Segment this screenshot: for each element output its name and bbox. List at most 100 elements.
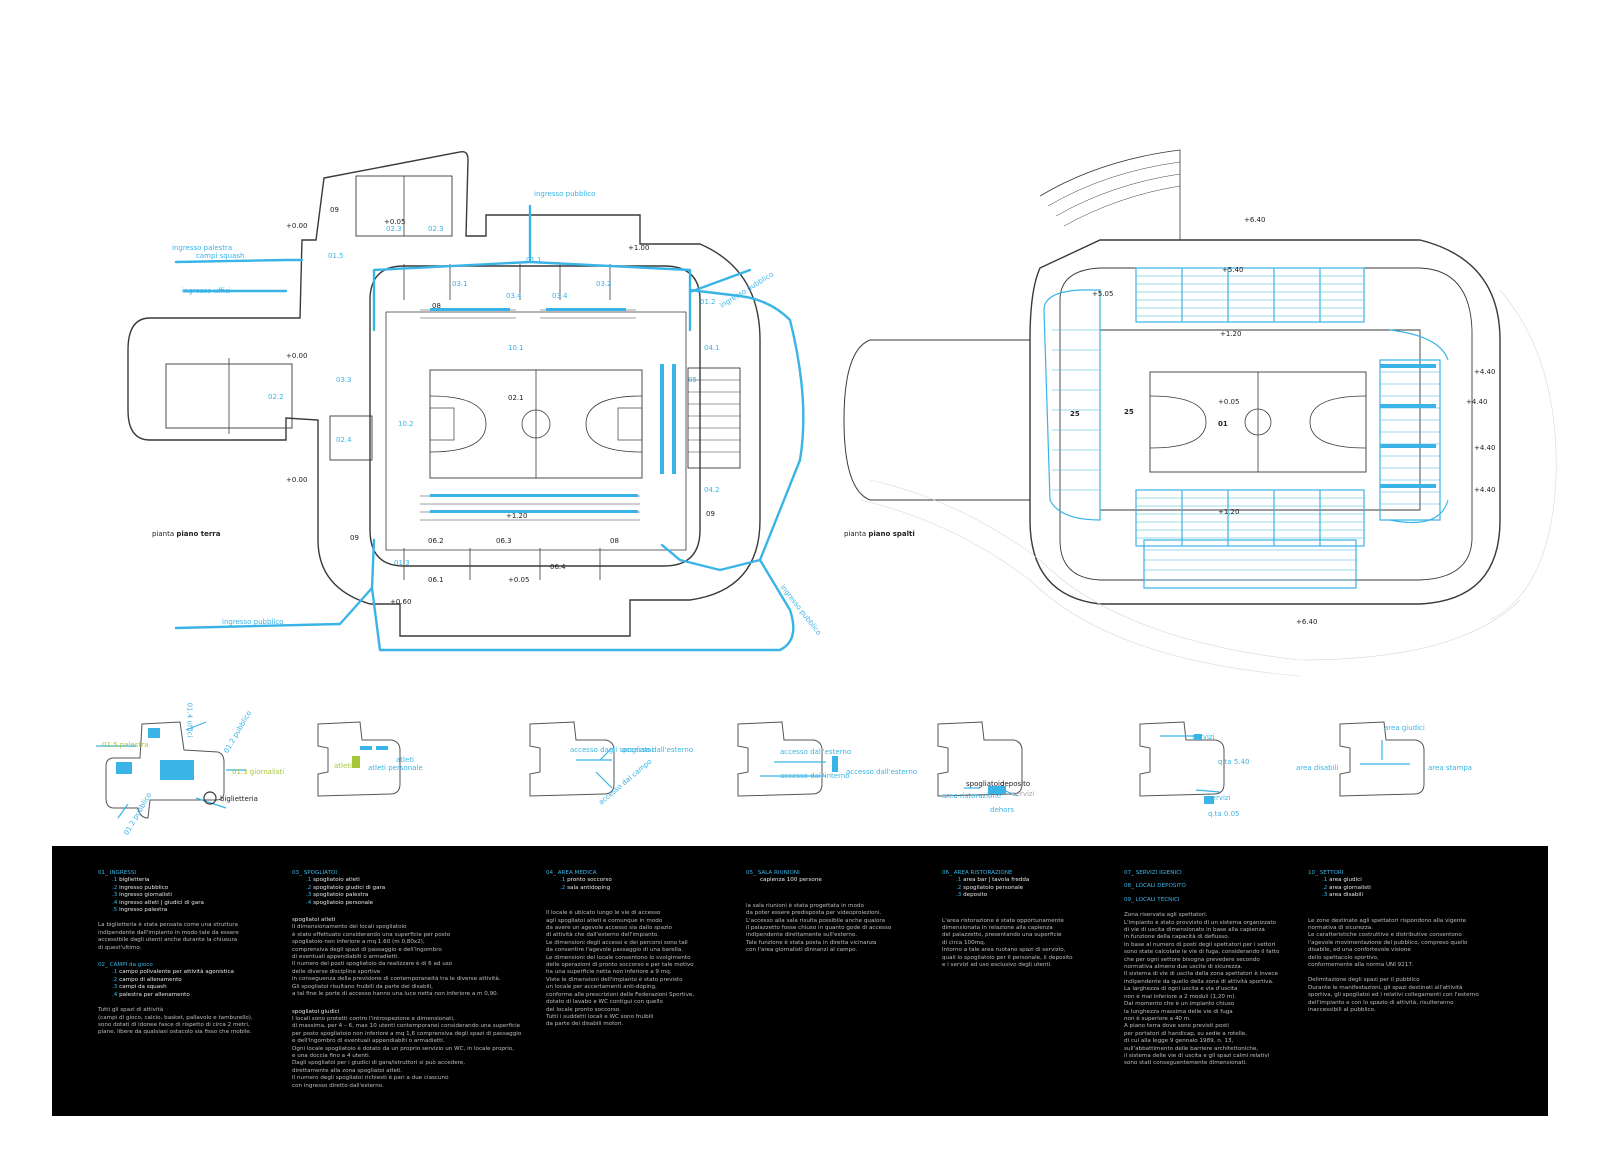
annotation-campi-squash: campi squash bbox=[196, 252, 245, 260]
room-code: 04.2 bbox=[704, 486, 720, 494]
room-code: 02.4 bbox=[336, 436, 352, 444]
diagram-label: deposito bbox=[1000, 780, 1031, 788]
legend-col-sala-riunioni: 05_ SALA RIUNIONI capienza 100 persone l… bbox=[746, 870, 936, 955]
room-code: 06.4 bbox=[550, 563, 566, 571]
room-code: 09 bbox=[330, 206, 339, 214]
room-code: 01.3 bbox=[394, 559, 410, 567]
legend-item: .1 biglietteria bbox=[112, 877, 150, 884]
level-marker: +1.20 bbox=[1220, 330, 1242, 338]
legend-heading: 02_ CAMPI da gioco bbox=[98, 962, 153, 969]
legend-item: .1 campo polivalente per attività agonis… bbox=[112, 969, 234, 976]
room-code: 01.2 bbox=[700, 298, 716, 306]
room-code: 09 bbox=[706, 510, 715, 518]
legend-item: .1 area bar | tavola fredda bbox=[956, 877, 1030, 884]
ground-plan-title: pianta piano terra bbox=[152, 530, 221, 538]
legend-col-spogliatoi: 03_ SPOGLIATOI .1 spogliatoio atleti .2 … bbox=[292, 870, 542, 1090]
legend-item: .5 ingresso palestra bbox=[112, 907, 168, 914]
diagram-label: 01.3 giornalisti bbox=[232, 768, 285, 776]
legend-item: .1 pronto soccorso bbox=[560, 877, 612, 884]
annotation-ingresso-pubblico-bottom: ingresso pubblico bbox=[222, 618, 284, 626]
legend-item: .2 spogliatoio personale bbox=[956, 884, 1024, 891]
diagram-label: accesso dall'interno bbox=[780, 772, 850, 780]
legend-col-settori: 10_ SETTORI .1 area giudici .2 area gior… bbox=[1308, 870, 1528, 1015]
diagram-label: dehors bbox=[990, 806, 1014, 814]
diagram-label: q.ta 5.40 bbox=[1218, 758, 1250, 766]
room-code: 10.1 bbox=[508, 344, 524, 352]
diagram-label: accesso dall'esterno bbox=[846, 768, 918, 776]
ground-floor-plan bbox=[127, 150, 805, 652]
legend-item: .3 spogliatoio palestra bbox=[306, 892, 369, 899]
level-marker: +6.40 bbox=[1296, 618, 1318, 626]
legend-paragraph: Zona riservata agli spettatori. L'impian… bbox=[1124, 912, 1280, 1067]
legend-item: .4 ingresso atleti | giudici di gara bbox=[112, 899, 204, 906]
room-code: 01.1 bbox=[526, 256, 542, 264]
level-marker: +5.40 bbox=[1222, 266, 1244, 274]
legend-paragraph: La biglietteria è stata pensata come una… bbox=[98, 922, 239, 951]
level-marker: +6.40 bbox=[1244, 216, 1266, 224]
legend-heading: 10_ SETTORI bbox=[1308, 870, 1344, 876]
diagram-label: atleti personale bbox=[368, 764, 423, 772]
level-marker: +4.40 bbox=[1474, 368, 1496, 376]
room-code: 03.2 bbox=[596, 280, 612, 288]
annotation-ingresso-pubblico-top: ingresso pubblico bbox=[534, 190, 596, 198]
diagram-label: 01.4 uffici bbox=[185, 702, 194, 738]
room-code: 03.4 bbox=[552, 292, 568, 300]
legend-heading: 06_ AREA RISTORAZIONE bbox=[942, 870, 1013, 876]
level-marker: +5.05 bbox=[1092, 290, 1114, 298]
legend-col-area-medica: 04_ AREA MEDICA .1 pronto soccorso .2 sa… bbox=[546, 870, 736, 1029]
level-marker: +4.40 bbox=[1474, 444, 1496, 452]
room-code: 03.3 bbox=[336, 376, 352, 384]
room-code: 04.1 bbox=[704, 344, 720, 352]
level-marker: +4.40 bbox=[1474, 486, 1496, 494]
legend-paragraph: I locali sono protetti contro l'introspe… bbox=[292, 1015, 522, 1089]
level-marker: +0.00 bbox=[286, 222, 308, 230]
level-marker: +1.20 bbox=[506, 512, 528, 520]
legend-col-servizi: 07_ SERVIZI IGIENICI 08_ LOCALI DEPOSITO… bbox=[1124, 870, 1304, 1068]
room-code: 08 bbox=[432, 302, 441, 310]
diagram-strip bbox=[96, 721, 1425, 819]
legend-item: .2 area giornalisti bbox=[1322, 884, 1371, 891]
legend-item: .2 campo di allenamento bbox=[112, 976, 182, 983]
legend-paragraph: Delimitazione degli spazi per il pubblic… bbox=[1308, 977, 1479, 1014]
diagram-label: atleti bbox=[396, 756, 414, 764]
diagram-label: q.ta 0.05 bbox=[1208, 810, 1240, 818]
legend-heading: 09_ LOCALI TECNICI bbox=[1124, 896, 1180, 903]
diagram-label: accesso dagli spogliatoi bbox=[570, 746, 654, 754]
level-marker: +0.05 bbox=[384, 218, 406, 226]
level-marker: +4.40 bbox=[1466, 398, 1488, 406]
level-marker: +0.00 bbox=[286, 352, 308, 360]
legend-paragraph: L'area ristorazione è stata opportunamen… bbox=[942, 917, 1073, 969]
diagram-label: servizi bbox=[1208, 794, 1231, 802]
room-code: 01.5 bbox=[328, 252, 344, 260]
legend-paragraph: Il dimensionamento dei locali spogliatoi… bbox=[292, 924, 501, 998]
legend-heading: 07_ SERVIZI IGIENICI bbox=[1124, 870, 1182, 876]
legend-paragraph: Tutti gli spazi di attività (campi di gi… bbox=[98, 1007, 253, 1036]
level-marker: +1.20 bbox=[1218, 508, 1240, 516]
legend-item: .2 spogliatoio giudici di gara bbox=[306, 884, 386, 891]
legend-item: .3 campi da squash bbox=[112, 984, 167, 991]
room-code: 25 bbox=[1124, 408, 1134, 416]
legend-subheading: spogliatoi giudici bbox=[292, 1008, 340, 1015]
legend-item: .3 deposito bbox=[956, 892, 988, 899]
room-code: 02.1 bbox=[508, 394, 524, 402]
room-code: 25 bbox=[1070, 410, 1080, 418]
upper-floor-plan bbox=[843, 149, 1557, 677]
room-code: 10.2 bbox=[398, 420, 414, 428]
legend-item: .3 ingresso giornalisti bbox=[112, 892, 172, 899]
legend-item: .2 ingresso pubblico bbox=[112, 884, 169, 891]
level-marker: +0.00 bbox=[286, 476, 308, 484]
room-code: 06.1 bbox=[428, 576, 444, 584]
legend-panel: 01_ INGRESSI .1 biglietteria .2 ingresso… bbox=[52, 846, 1548, 1116]
legend-item: .1 area giudici bbox=[1322, 877, 1362, 884]
annotation-ingresso-uffici: ingresso uffici bbox=[182, 287, 231, 295]
room-code: 01 bbox=[1218, 420, 1228, 428]
room-code: 05 bbox=[688, 376, 697, 384]
level-marker: +1.00 bbox=[628, 244, 650, 252]
diagram-label: area disabili bbox=[1296, 764, 1339, 772]
room-code: 06.3 bbox=[496, 537, 512, 545]
legend-col-area-ristorazione: 06_ AREA RISTORAZIONE .1 area bar | tavo… bbox=[942, 870, 1122, 969]
legend-item: .2 sala antidoping bbox=[560, 884, 611, 891]
diagram-label: servizi bbox=[1012, 790, 1035, 798]
diagram-label: accesso dall'esterno bbox=[622, 746, 694, 754]
room-code: 02.3 bbox=[386, 225, 402, 233]
